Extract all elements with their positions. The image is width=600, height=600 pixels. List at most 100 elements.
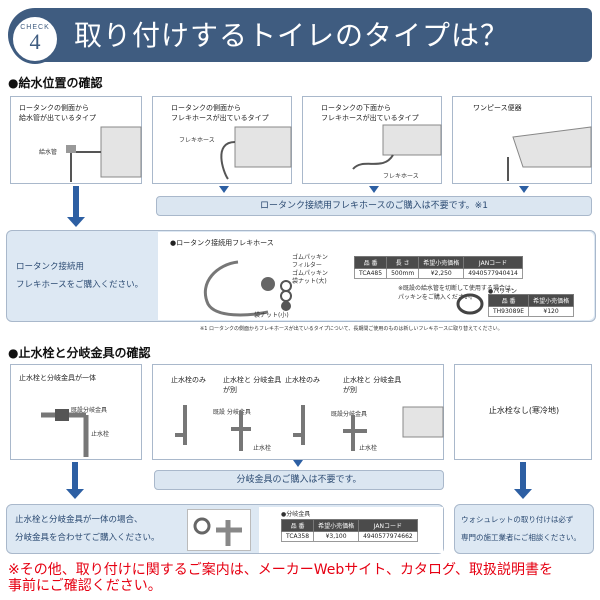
arrow-down-icon bbox=[519, 186, 529, 193]
packing-title: ●パッキン bbox=[488, 288, 518, 295]
toilet-tank-illustration bbox=[220, 126, 292, 180]
table-header: JANコード bbox=[358, 519, 418, 532]
notice-no-hose-needed: ロータンク接続用フレキホースのご購入は不要です。※1 bbox=[156, 196, 592, 216]
table-cell: TCA358 bbox=[280, 531, 315, 542]
arrow-shaft bbox=[72, 462, 78, 490]
card-bottom-flex-hose: ロータンクの下面から フレキホースが出ているタイプ フレキホース bbox=[302, 96, 442, 184]
card-label-line: ロータンクの下面から bbox=[321, 104, 391, 112]
card-label: 止水栓と分岐金具が一体 bbox=[19, 374, 96, 382]
table-cell: 4940577940414 bbox=[463, 268, 523, 279]
part-label: ゴムパッキン bbox=[292, 254, 328, 261]
arrow-shaft bbox=[520, 462, 526, 490]
card-no-valve: 止水栓なし(寒冷地) bbox=[454, 364, 592, 460]
header-banner bbox=[8, 8, 592, 62]
card-label-line: ロータンクの側面から bbox=[171, 104, 241, 112]
notice-no-branch-needed: 分岐金具のご購入は不要です。 bbox=[154, 470, 444, 490]
consult-installer-panel: ウォシュレットの取り付けは必ず 専門の施工業者にご相談ください。 bbox=[454, 504, 594, 554]
toilet-tank-illustration bbox=[352, 124, 442, 170]
card-label-line: ロータンクの側面から bbox=[19, 104, 89, 112]
table-header: 品 番 bbox=[280, 519, 315, 532]
card-label: 止水栓なし(寒冷地) bbox=[488, 406, 560, 415]
arrow-down-icon bbox=[514, 489, 532, 499]
check-number: 4 bbox=[29, 29, 41, 54]
table-cell: 4940577974662 bbox=[358, 531, 418, 542]
variant-label: 止水栓と 分岐金具が別 bbox=[223, 376, 282, 394]
table-row: TCA485 500mm ¥2,250 4940577940414 bbox=[353, 268, 523, 279]
branch-product-info: ●分岐金具 品 番 希望小売価格 JANコード TCA358 ¥3,100 49… bbox=[259, 507, 443, 553]
page-title: 取り付けするトイレのタイプは？ bbox=[74, 19, 510, 52]
table-cell: ¥120 bbox=[528, 306, 575, 317]
card-valve-integrated: 止水栓と分岐金具が一体 既設分岐金具 止水栓 bbox=[10, 364, 142, 460]
section-water-supply-title: ●給水位置の確認 bbox=[8, 76, 103, 90]
footnote: ※1 ロータンクの側面からフレキホースが出ているタイプについて、長期間ご使用のも… bbox=[200, 326, 503, 332]
table-header: 希望小売価格 bbox=[418, 256, 465, 269]
integrated-valve-illustration bbox=[41, 409, 89, 457]
card-label-line: フレキホースが出ているタイプ bbox=[171, 114, 269, 122]
part-label: 止水栓 bbox=[91, 431, 110, 438]
variant-label: 止水栓と 分岐金具が別 bbox=[343, 376, 402, 394]
footer-notice: ※その他、取り付けに関するご案内は、メーカーWebサイト、カタログ、取扱説明書を… bbox=[8, 562, 598, 594]
table-header: 品 番 bbox=[487, 294, 530, 307]
table-row: TH93089E ¥120 bbox=[487, 306, 575, 317]
part-label: 既設分岐金具 bbox=[71, 407, 108, 414]
hose-spec-table: 品 番 長 さ 希望小売価格 JANコード TCA485 500mm ¥2,25… bbox=[353, 256, 523, 279]
part-label: 止水栓 bbox=[359, 445, 378, 452]
arrow-down-icon bbox=[293, 460, 303, 467]
part-label-flex-hose: フレキホース bbox=[179, 137, 215, 144]
branch-fitting-image bbox=[187, 509, 251, 551]
purchase-hose-text: ロータンク接続用 bbox=[16, 262, 85, 272]
table-cell: ¥3,100 bbox=[313, 531, 360, 542]
part-label-flex-hose: フレキホース bbox=[383, 173, 419, 180]
purchase-branch-text: 分岐金具を合わせてご購入ください。 bbox=[15, 533, 160, 543]
part-label: 既設分岐金具 bbox=[331, 411, 368, 418]
table-cell: ¥2,250 bbox=[418, 268, 465, 279]
packing-spec-table: 品 番 希望小売価格 TH93089E ¥120 bbox=[487, 294, 575, 317]
arrow-down-icon bbox=[67, 217, 85, 227]
valve-variants-illustration bbox=[175, 405, 444, 451]
table-cell: TCA485 bbox=[353, 268, 388, 279]
table-row: TCA358 ¥3,100 4940577974662 bbox=[280, 531, 418, 542]
table-header: JANコード bbox=[463, 256, 523, 269]
one-piece-toilet-illustration bbox=[507, 126, 592, 181]
card-one-piece: ワンピース便器 bbox=[452, 96, 592, 184]
table-cell: 500mm bbox=[386, 268, 420, 279]
branch-spec-table: 品 番 希望小売価格 JANコード TCA358 ¥3,100 49405779… bbox=[280, 519, 418, 542]
arrow-down-icon bbox=[219, 186, 229, 193]
arrow-down-icon bbox=[369, 186, 379, 193]
part-label: 既設 分岐金具 bbox=[213, 409, 251, 416]
card-label-line: フレキホースが出ているタイプ bbox=[321, 114, 419, 122]
table-header: 希望小売価格 bbox=[313, 519, 360, 532]
consult-text: ウォシュレットの取り付けは必ず bbox=[461, 515, 574, 524]
part-label: ゴムパッキン bbox=[292, 270, 328, 277]
card-side-flex-hose: ロータンクの側面から フレキホースが出ているタイプ フレキホース bbox=[152, 96, 292, 184]
purchase-hose-text-area: ロータンク接続用 フレキホースをご購入ください。 bbox=[8, 232, 156, 320]
toilet-tank-illustration bbox=[66, 126, 142, 182]
check-badge: CHECK 4 bbox=[10, 14, 60, 64]
footer-line: 事前にご確認ください。 bbox=[8, 578, 162, 594]
part-label: 袋ナット(小) bbox=[254, 312, 289, 319]
table-cell: TH93089E bbox=[487, 306, 530, 317]
table-header: 長 さ bbox=[386, 256, 420, 269]
card-label-line: ワンピース便器 bbox=[473, 104, 522, 112]
part-label: 袋ナット(大) bbox=[292, 278, 327, 285]
card-side-pipe: ロータンクの側面から 給水管が出ているタイプ 給水管 bbox=[10, 96, 142, 184]
section-valve-title: ●止水栓と分岐金具の確認 bbox=[8, 346, 151, 360]
variant-label: 止水栓のみ bbox=[285, 376, 320, 384]
product-info-area: ●ロータンク接続用フレキホース ゴムパッキン フィルター ゴムパッキン 袋ナット… bbox=[158, 232, 594, 320]
arrow-shaft bbox=[73, 186, 79, 218]
note-line: ※既設の給水管を切断して使用する場合は、 bbox=[398, 285, 517, 292]
purchase-hose-text: フレキホースをご購入ください。 bbox=[16, 280, 144, 290]
branch-fitting-illustration bbox=[193, 517, 242, 546]
card-valve-variants: 止水栓のみ 止水栓と 分岐金具が別 止水栓のみ 止水栓と 分岐金具が別 既設 分… bbox=[152, 364, 444, 460]
check-label: CHECK bbox=[20, 24, 50, 31]
note-line: パッキンをご購入ください。 bbox=[398, 294, 476, 301]
arrow-down-icon bbox=[66, 489, 84, 499]
table-header: 品 番 bbox=[353, 256, 388, 269]
packing-ring-icon bbox=[456, 293, 484, 315]
card-label-line: 給水管が出ているタイプ bbox=[19, 114, 96, 122]
product-title: ●分岐金具 bbox=[281, 511, 311, 518]
part-label: 止水栓 bbox=[253, 445, 272, 452]
footer-line: ※その他、取り付けに関するご案内は、メーカーWebサイト、カタログ、取扱説明書を bbox=[8, 562, 553, 578]
purchase-branch-panel: 止水栓と分岐金具が一体の場合、 分岐金具を合わせてご購入ください。 ●分岐金具 … bbox=[6, 504, 444, 554]
variant-label: 止水栓のみ bbox=[171, 376, 206, 384]
